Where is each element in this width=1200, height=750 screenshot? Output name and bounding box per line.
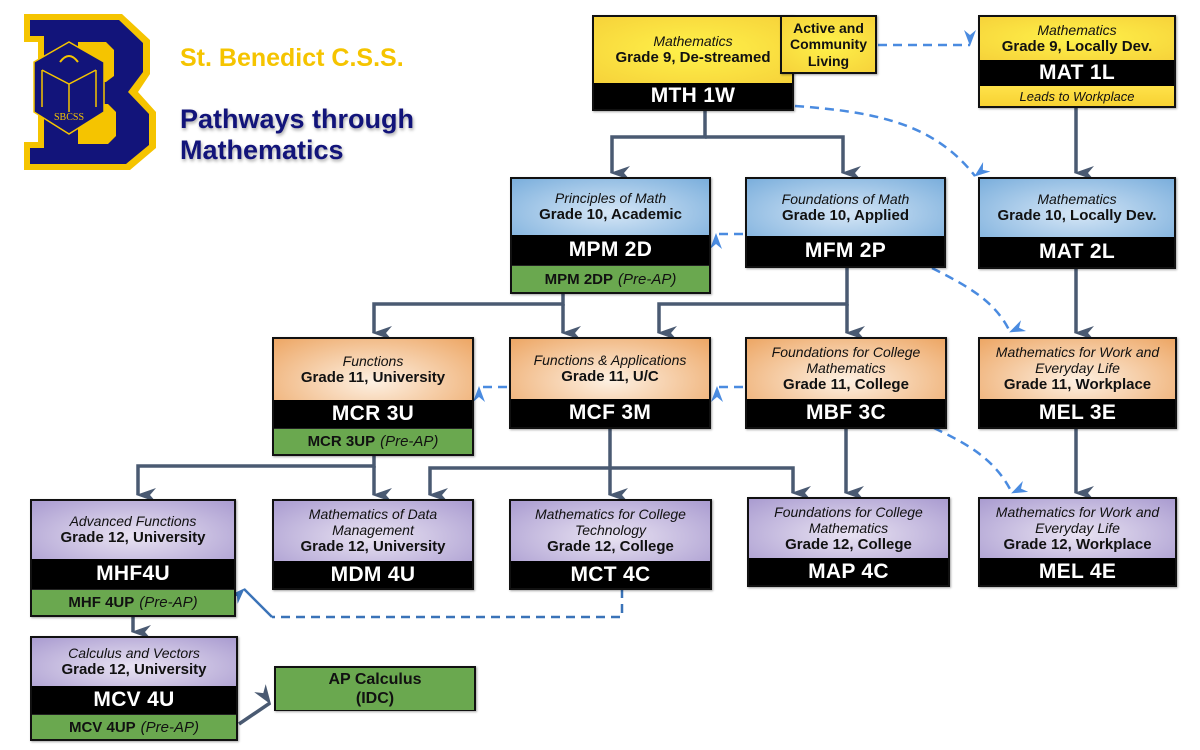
- course-box-active-community-living[interactable]: Active and Community Living: [780, 15, 877, 74]
- course-box-map4c[interactable]: Foundations for College Mathematics Grad…: [747, 497, 950, 587]
- course-box-mpm2d[interactable]: Principles of Math Grade 10, Academic MP…: [510, 177, 711, 294]
- course-box-ap-calculus[interactable]: AP Calculus (IDC): [274, 666, 476, 711]
- course-code: MCF 3M: [511, 399, 709, 427]
- arrow-mth1w-to-mfm2p: [705, 135, 861, 180]
- arrow-mcv4u-to-apcalc: [238, 684, 272, 726]
- course-box-mat2l[interactable]: Mathematics Grade 10, Locally Dev. MAT 2…: [978, 177, 1176, 269]
- course-code: MEL 3E: [980, 399, 1175, 427]
- dashed-arrow-mct4c-to-mhf4u: [272, 589, 624, 619]
- course-code: MCR 3U: [274, 400, 472, 428]
- arrow-mcr3u-to-mhf4u: [136, 455, 376, 502]
- course-box-mbf3c[interactable]: Foundations for College Mathematics Grad…: [745, 337, 947, 429]
- course-code: MCT 4C: [511, 561, 710, 588]
- crest-icon: SBCSS: [33, 41, 105, 135]
- course-code: MAT 2L: [980, 237, 1174, 267]
- course-box-mfm2p[interactable]: Foundations of Math Grade 10, Applied MF…: [745, 177, 946, 268]
- course-box-mcr3u[interactable]: Functions Grade 11, University MCR 3U MC…: [272, 337, 474, 456]
- course-code: MTH 1W: [594, 83, 792, 109]
- course-code: MHF4U: [32, 559, 234, 589]
- course-box-mat1l[interactable]: Mathematics Grade 9, Locally Dev. MAT 1L…: [978, 15, 1176, 108]
- school-logo: SBCSS: [24, 14, 156, 170]
- dashed-arrow-mbf3c-to-mel4e: [933, 426, 1029, 494]
- course-code: MAP 4C: [749, 558, 948, 585]
- arrow-mcf3m-to-map4c: [610, 466, 811, 500]
- arrow-mpm2d-to-mcr3u: [372, 293, 565, 340]
- svg-text:SBCSS: SBCSS: [54, 112, 84, 123]
- course-code: MPM 2D: [512, 235, 709, 265]
- course-box-mhf4u[interactable]: Advanced Functions Grade 12, University …: [30, 499, 236, 617]
- course-box-mel3e[interactable]: Mathematics for Work and Everyday Life G…: [978, 337, 1177, 429]
- dashed-arrow-mfm2p-to-mel3e: [931, 266, 1027, 333]
- preap-option: MCV 4UP(Pre-AP): [32, 714, 236, 739]
- course-code: MAT 1L: [980, 60, 1174, 86]
- course-box-mct4c[interactable]: Mathematics for College Technology Grade…: [509, 499, 712, 590]
- course-code: MEL 4E: [980, 558, 1175, 585]
- course-note: Leads to Workplace: [980, 86, 1174, 106]
- dashed-arrow-mth1w-to-mat2l: [794, 104, 991, 177]
- preap-option: MHF 4UP(Pre-AP): [32, 589, 234, 615]
- page-title: Pathways through Mathematics: [180, 104, 415, 166]
- course-box-mth1w[interactable]: Mathematics Grade 9, De-streamed MTH 1W: [592, 15, 794, 111]
- arrow-mfm2p-to-mcf3m: [657, 267, 849, 340]
- course-box-mel4e[interactable]: Mathematics for Work and Everyday Life G…: [978, 497, 1177, 587]
- arrow-mth1w-to-mpm2d: [610, 110, 707, 180]
- course-box-mdm4u[interactable]: Mathematics of Data Management Grade 12,…: [272, 499, 474, 590]
- course-box-mcv4u[interactable]: Calculus and Vectors Grade 12, Universit…: [30, 636, 238, 741]
- school-name: St. Benedict C.S.S.: [180, 44, 404, 72]
- preap-option: MPM 2DP(Pre-AP): [512, 265, 709, 292]
- arrow-mct4c-to-mhf4u-tip: [229, 588, 273, 618]
- course-code: MBF 3C: [747, 399, 945, 427]
- course-code: MFM 2P: [747, 236, 944, 266]
- course-code: MCV 4U: [32, 686, 236, 714]
- course-box-mcf3m[interactable]: Functions & Applications Grade 11, U/C M…: [509, 337, 711, 429]
- preap-option: MCR 3UP(Pre-AP): [274, 428, 472, 454]
- course-code: MDM 4U: [274, 561, 472, 588]
- arrow-mcf3m-to-mdm4u: [428, 428, 612, 502]
